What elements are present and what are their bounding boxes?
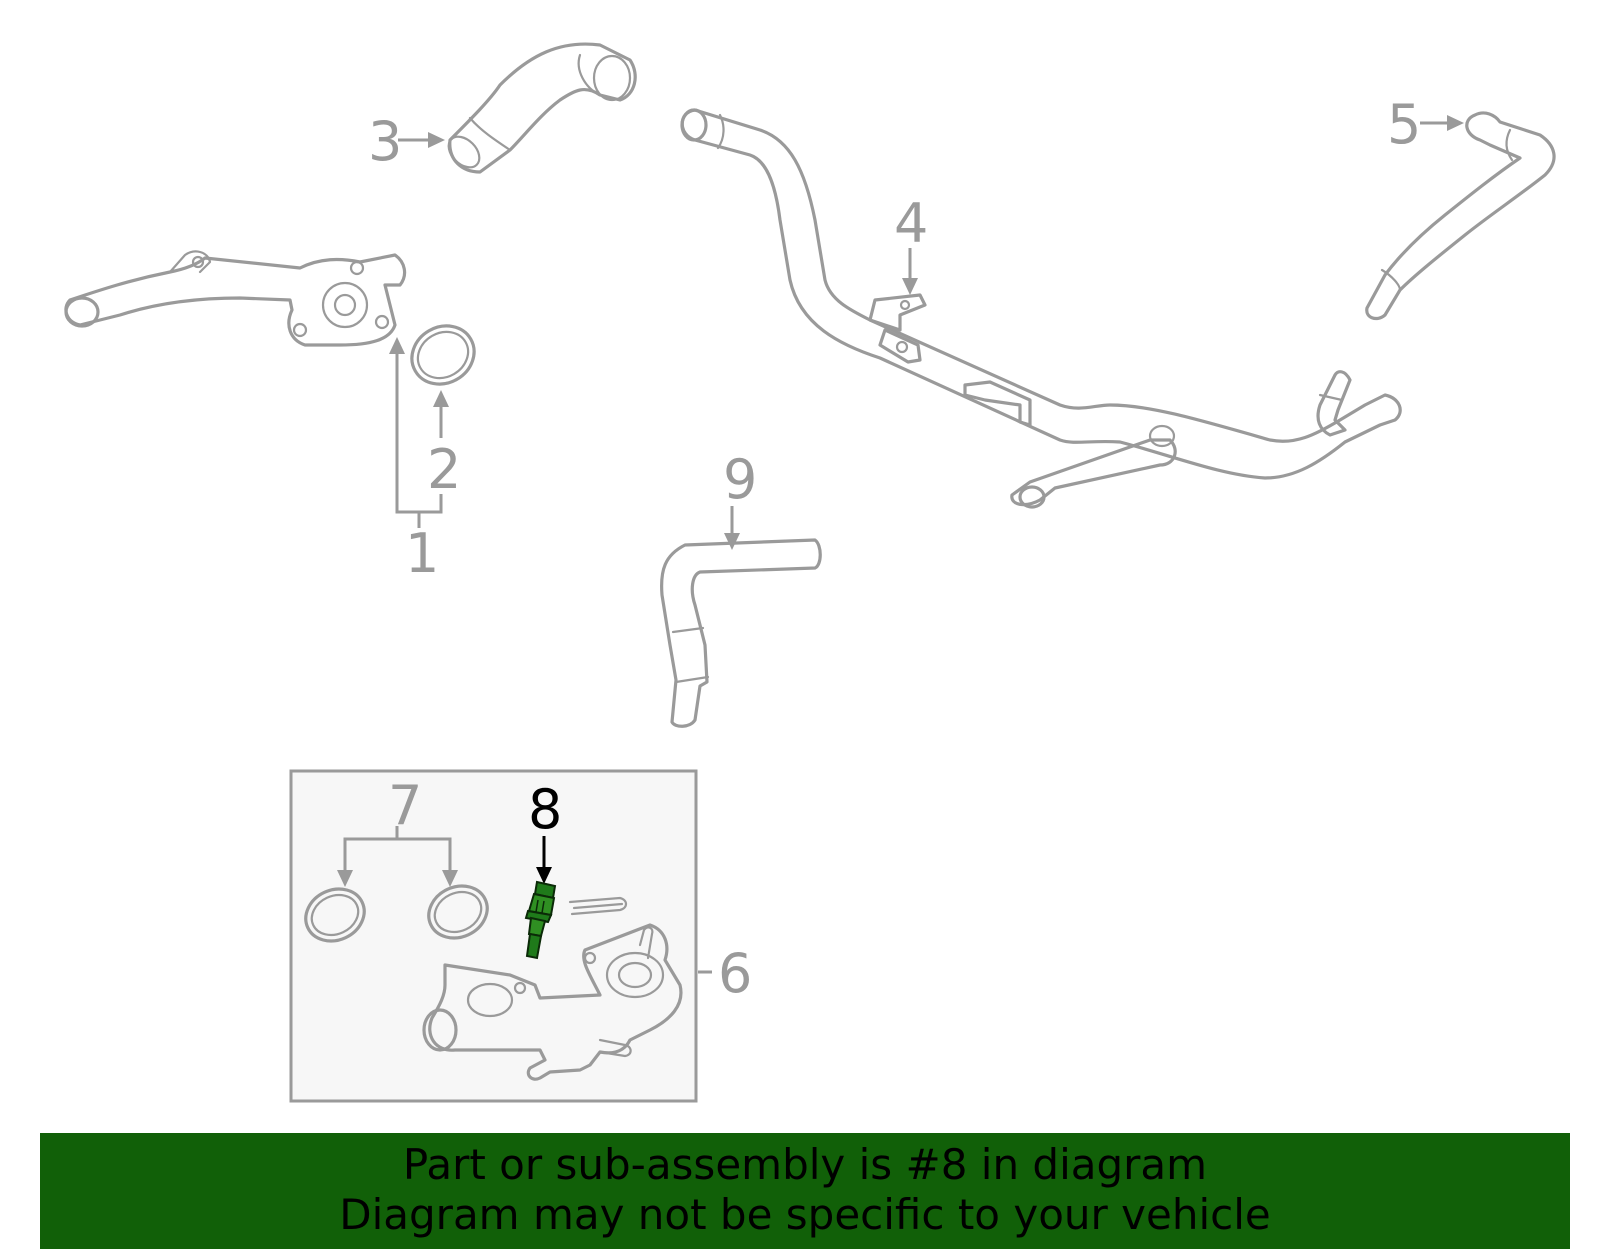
callout-5: 5 xyxy=(1387,93,1464,156)
callout-2: 2 xyxy=(427,390,461,501)
callout-1: 1 xyxy=(389,337,443,585)
part-8-temperature-sensor[interactable] xyxy=(524,880,557,960)
callout-4-label: 4 xyxy=(894,192,928,255)
part-6-clip[interactable] xyxy=(568,896,628,916)
callout-3-label: 3 xyxy=(368,110,402,173)
banner-line-2: Diagram may not be specific to your vehi… xyxy=(339,1190,1271,1239)
info-banner: Part or sub-assembly is #8 in diagram Di… xyxy=(40,1133,1570,1249)
callout-1-label: 1 xyxy=(405,522,439,585)
part-1-pipe-housing[interactable] xyxy=(64,250,407,347)
part-7-gasket-left[interactable] xyxy=(297,880,373,951)
callout-8-label: 8 xyxy=(528,778,562,841)
callout-5-label: 5 xyxy=(1387,93,1421,156)
part-9-hose[interactable] xyxy=(659,538,822,728)
callout-9: 9 xyxy=(723,448,757,550)
part-2-gasket[interactable] xyxy=(401,315,484,395)
part-3-hose[interactable] xyxy=(443,42,637,174)
part-7-gasket-right[interactable] xyxy=(420,877,496,948)
callout-4: 4 xyxy=(894,192,928,295)
callout-3: 3 xyxy=(368,110,445,173)
callout-2-label: 2 xyxy=(427,438,461,501)
callout-6-label: 6 xyxy=(718,942,752,1005)
part-5-bypass-hose[interactable] xyxy=(1365,111,1556,321)
callout-9-label: 9 xyxy=(723,448,757,511)
banner-line-1: Part or sub-assembly is #8 in diagram xyxy=(402,1140,1208,1189)
part-4-coolant-pipe[interactable] xyxy=(680,108,1402,509)
callout-6: 6 xyxy=(698,942,752,1005)
callout-7-label: 7 xyxy=(388,774,422,837)
callout-7: 7 xyxy=(337,774,458,887)
callout-8: 8 xyxy=(528,778,562,884)
part-6-housing-assembly[interactable] xyxy=(422,923,683,1081)
